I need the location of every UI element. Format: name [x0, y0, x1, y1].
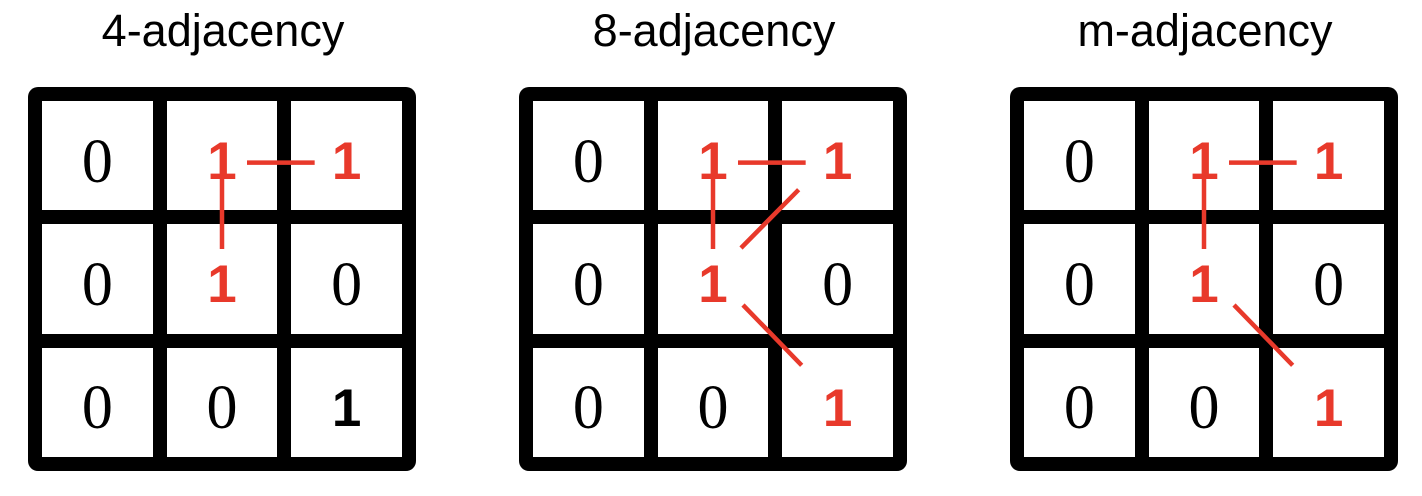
grid-cell: 0 — [291, 224, 402, 334]
grid-cell: 1 — [1273, 347, 1384, 457]
grid-cell: 0 — [42, 224, 153, 334]
grid-cell: 1 — [1273, 101, 1384, 211]
grid-cell: 1 — [291, 101, 402, 211]
grid-cell: 1 — [166, 101, 278, 211]
grid-cell: 1 — [1148, 224, 1260, 334]
panel-title-m-adjacency: m-adjacency — [1077, 5, 1333, 56]
grid-cell: 0 — [1273, 224, 1384, 334]
grid-cell: 0 — [782, 224, 893, 334]
grid-cell: 0 — [1024, 101, 1135, 211]
grid-cell: 0 — [42, 101, 153, 211]
grid-cell: 1 — [657, 101, 769, 211]
grid-cell: 1 — [1148, 101, 1260, 211]
grid-cell: 0 — [166, 347, 278, 457]
grid-cell: 1 — [166, 224, 278, 334]
panel-title-4-adjacency: 4-adjacency — [101, 5, 345, 56]
grid-cell: 0 — [533, 101, 644, 211]
grid-cell: 0 — [1024, 347, 1135, 457]
grid-cell: 1 — [782, 347, 893, 457]
grid-cell: 0 — [42, 347, 153, 457]
grid-cell: 0 — [533, 224, 644, 334]
grid-cell: 0 — [657, 347, 769, 457]
grid-cell: 1 — [657, 224, 769, 334]
grid-cell: 0 — [1024, 224, 1135, 334]
grid-cell: 1 — [782, 101, 893, 211]
grid-cell: 1 — [291, 347, 402, 457]
panel-title-8-adjacency: 8-adjacency — [592, 5, 836, 56]
grid-cell: 0 — [1148, 347, 1260, 457]
grid-cell: 0 — [533, 347, 644, 457]
